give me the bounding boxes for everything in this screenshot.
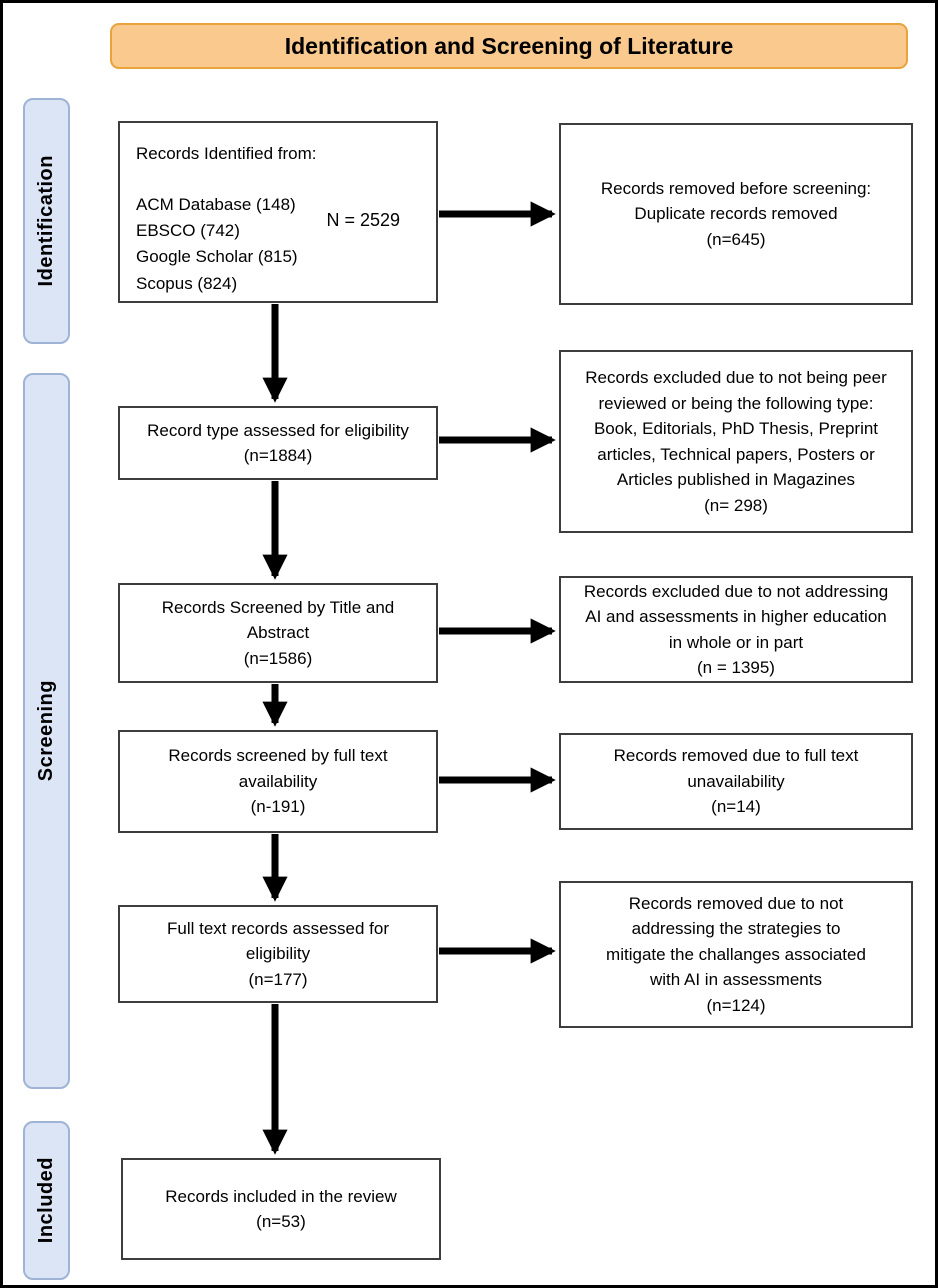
stage-label-screening: Screening [23, 373, 70, 1089]
stage-label-included-text: Included [35, 1157, 57, 1244]
stage-label-identification: Identification [23, 98, 70, 344]
included-in-review-text: Records included in the review(n=53) [165, 1186, 397, 1232]
stage-label-included: Included [23, 1121, 70, 1280]
diagram-title: Identification and Screening of Literatu… [110, 23, 908, 69]
stage-label-screening-text: Screening [35, 680, 57, 782]
records-identified-sources: ACM Database (148)EBSCO (742)Google Scho… [136, 194, 298, 293]
box-included-in-review: Records included in the review(n=53) [121, 1158, 441, 1260]
records-identified-heading: Records Identified from: [136, 144, 317, 163]
box-records-identified: Records Identified from: ACM Database (1… [118, 121, 438, 303]
removed-duplicates-text: Records removed before screening:Duplica… [600, 178, 872, 249]
stage-label-identification-text: Identification [35, 155, 57, 287]
records-identified-total: N = 2529 [326, 210, 400, 230]
box-record-type-assessed: Record type assessed for eligibility(n=1… [118, 406, 438, 480]
box-removed-duplicates: Records removed before screening:Duplica… [559, 123, 913, 305]
record-type-assessed-text: Record type assessed for eligibility(n=1… [147, 420, 409, 466]
